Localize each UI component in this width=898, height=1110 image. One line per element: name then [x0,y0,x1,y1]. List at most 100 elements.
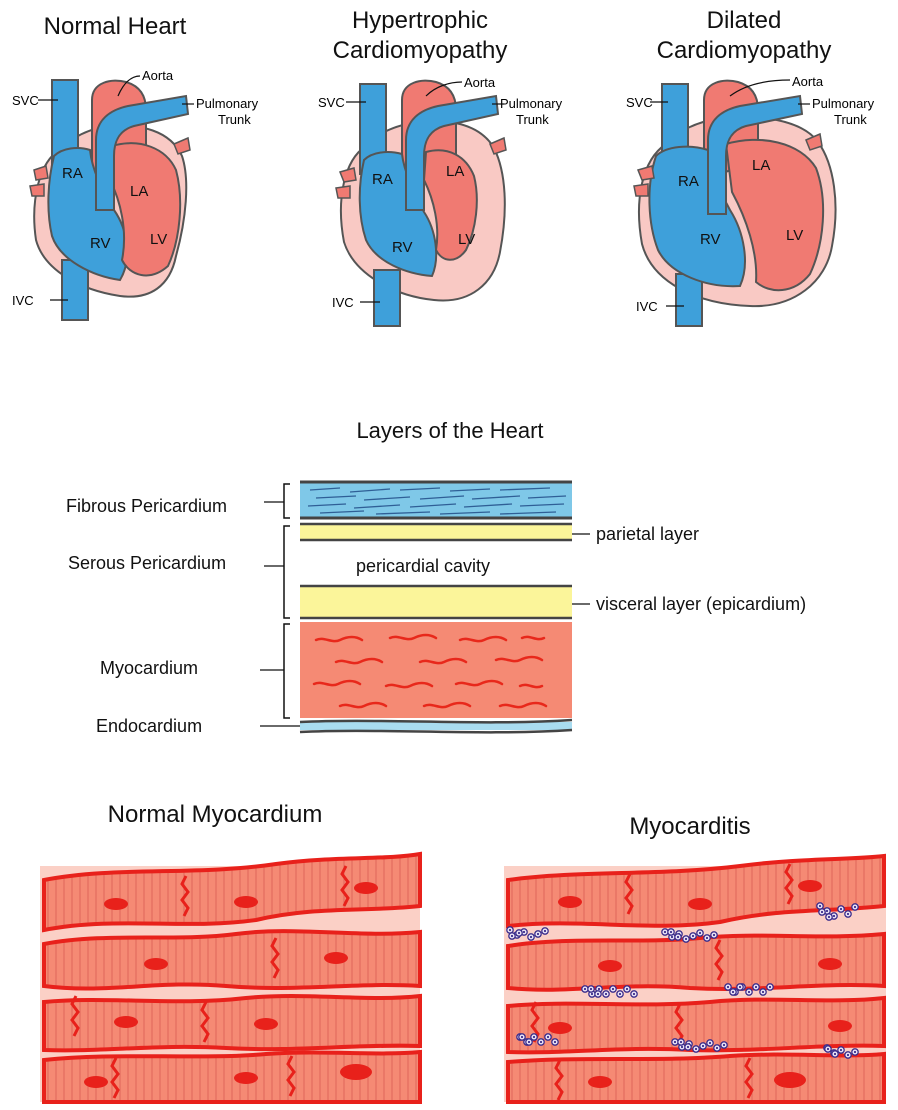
inflammatory-cell-nucleus [723,1044,725,1046]
visceral-layer [300,586,572,618]
label-pulmonary-trunk-2: Trunk [834,112,867,127]
normal-myocardium-illustration [36,846,426,1106]
nucleus [354,882,378,894]
label-svc: SVC [318,95,345,110]
label-svc: SVC [12,93,39,108]
inflammatory-cell-nucleus [528,1041,530,1043]
vessel-stub [336,186,350,198]
label-lv: LV [458,231,475,248]
nucleus [144,958,168,970]
inflammatory-cell-nucleus [591,993,593,995]
heart-title-dilated: Dilated Cardiomyopathy [636,6,852,66]
inflammatory-cell-nucleus [727,986,729,988]
label-lv: LV [786,227,803,244]
inflammatory-cell-nucleus [671,936,673,938]
label-ivc: IVC [332,295,354,310]
label-myocardium: Myocardium [100,658,198,678]
label-ivc: IVC [12,293,34,308]
muscle-fiber [44,996,420,1050]
label-rv: RV [392,239,413,256]
label-pulmonary-trunk-1: Pulmonary [500,96,563,111]
endocardium-layer [300,722,572,730]
inflammatory-cell-nucleus [695,1048,697,1050]
inflammatory-cell-nucleus [670,931,672,933]
label-svc: SVC [626,95,653,110]
inflammatory-cell-nucleus [677,936,679,938]
ivc-vessel [676,274,702,326]
heart-title-normal: Normal Heart [30,12,200,42]
label-pulmonary-trunk-1: Pulmonary [812,96,875,111]
inflammatory-cell-nucleus [827,1048,829,1050]
inflammatory-cell-nucleus [748,991,750,993]
label-la: LA [446,163,464,180]
inflammatory-cell-nucleus [554,1041,556,1043]
inflammatory-cell-nucleus [584,988,586,990]
label-parietal-layer: parietal layer [596,524,699,544]
nucleus [114,1016,138,1028]
inflammatory-cell-nucleus [692,935,694,937]
inflammatory-cell-nucleus [769,986,771,988]
inflammatory-cell-nucleus [854,906,856,908]
nucleus [340,1064,372,1080]
inflammatory-cell-nucleus [834,1053,836,1055]
bracket-myocardium [284,624,290,718]
inflammatory-cell-nucleus [530,936,532,938]
nucleus [324,952,348,964]
ivc-vessel [374,270,400,326]
muscle-fiber [44,931,420,988]
inflammatory-cell-nucleus [664,931,666,933]
label-ra: RA [678,173,699,190]
label-fibrous-pericardium: Fibrous Pericardium [66,496,227,516]
heart-diagram-normal: RA LA RV LV SVC Aorta Pulmonary Trunk IV… [0,60,300,330]
bracket-fibrous [284,484,290,518]
heart-layers-diagram [260,470,620,750]
inflammatory-cell-nucleus [674,1041,676,1043]
label-visceral-layer: visceral layer (epicardium) [596,594,806,614]
inflammatory-cell-nucleus [633,993,635,995]
label-ra: RA [62,165,83,182]
label-ra: RA [372,171,393,188]
inflammatory-cell-nucleus [828,916,830,918]
vessel-stub [174,138,190,154]
label-la: LA [130,183,148,200]
inflammatory-cell-nucleus [518,932,520,934]
label-aorta: Aorta [142,68,174,83]
inflammatory-cell-nucleus [687,1046,689,1048]
label-aorta: Aorta [464,75,496,90]
inflammatory-cell-nucleus [540,1041,542,1043]
inflammatory-cell-nucleus [612,988,614,990]
inflammatory-cell-nucleus [755,986,757,988]
heart-diagram-hypertrophic: RA LA RV LV SVC Aorta Pulmonary Trunk IV… [310,60,610,330]
inflammatory-cell-nucleus [702,1045,704,1047]
nucleus [234,1072,258,1084]
label-rv: RV [700,231,721,248]
inflammatory-cell-nucleus [680,1041,682,1043]
vessel-stub [634,184,648,196]
inflammatory-cell-nucleus [523,931,525,933]
label-la: LA [752,157,770,174]
inflammatory-cell-nucleus [840,1049,842,1051]
inflammatory-cell-nucleus [709,1042,711,1044]
bracket-serous [284,526,290,618]
inflammatory-cell-nucleus [826,910,828,912]
label-ivc: IVC [636,299,658,314]
inflammatory-cell-nucleus [713,934,715,936]
inflammatory-cell-nucleus [821,911,823,913]
inflammatory-cell-nucleus [511,935,513,937]
vessel-stub [490,138,506,154]
vessel-stub [30,184,44,196]
nucleus [234,896,258,908]
parietal-layer [300,524,572,540]
inflammatory-cell-nucleus [597,993,599,995]
tissue-title-normal: Normal Myocardium [70,800,360,830]
inflammatory-cell-nucleus [706,937,708,939]
label-pericardial-cavity: pericardial cavity [356,556,490,576]
inflammatory-cell-nucleus [598,988,600,990]
inflammatory-cell-nucleus [605,993,607,995]
myocarditis-illustration [500,846,892,1106]
inflammatory-cell-nucleus [685,938,687,940]
heart-diagram-dilated: RA LA RV LV SVC Aorta Pulmonary Trunk IV… [610,60,898,330]
inflammatory-cell-nucleus [840,908,842,910]
muscle-fiber [508,1054,884,1102]
